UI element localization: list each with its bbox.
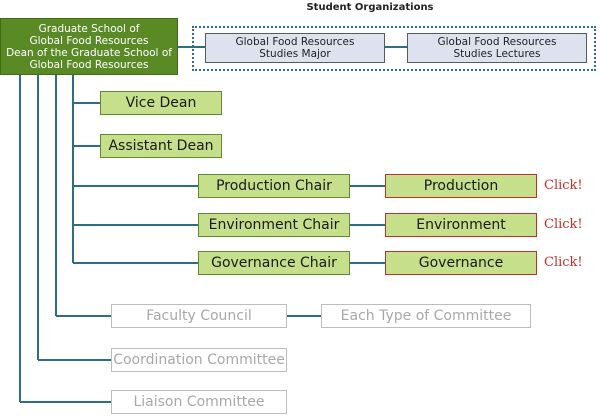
root-line-2: Global Food Resources [29,34,149,47]
root-line-1: Graduate School of [38,22,140,35]
assistant-dean-box: Assistant Dean [100,134,222,158]
environment-chair-box: Environment Chair [198,213,350,237]
student-organizations-frame [192,26,596,71]
studies-lectures-line-1: Global Food Resources [437,36,557,48]
production-chair-box: Production Chair [198,174,350,198]
governance-click-link[interactable]: Click! [544,255,583,270]
studies-major-line-1: Global Food Resources [235,36,355,48]
studies-major-box: Global Food Resources Studies Major [205,33,385,63]
environment-click-link[interactable]: Click! [544,217,583,232]
root-line-4: Global Food Resources [29,58,149,71]
studies-lectures-line-2: Studies Lectures [453,48,541,60]
each-type-of-committee-box: Each Type of Committee [321,304,531,328]
coordination-committee-box: Coordination Committee [111,348,287,372]
root-line-3: Dean of the Graduate School of [6,46,172,59]
production-click-link[interactable]: Click! [544,178,583,193]
vice-dean-box: Vice Dean [100,91,222,115]
governance-chair-box: Governance Chair [198,251,350,275]
student-organizations-title: Student Organizations [306,2,434,13]
liaison-committee-box: Liaison Committee [111,390,287,414]
governance-group-link[interactable]: Governance [385,251,537,275]
studies-major-line-2: Studies Major [259,48,331,60]
faculty-council-box: Faculty Council [111,304,287,328]
production-group-link[interactable]: Production [385,174,537,198]
studies-lectures-box: Global Food Resources Studies Lectures [407,33,587,63]
graduate-school-dean-box: Graduate School of Global Food Resources… [0,18,178,75]
environment-group-link[interactable]: Environment [385,213,537,237]
